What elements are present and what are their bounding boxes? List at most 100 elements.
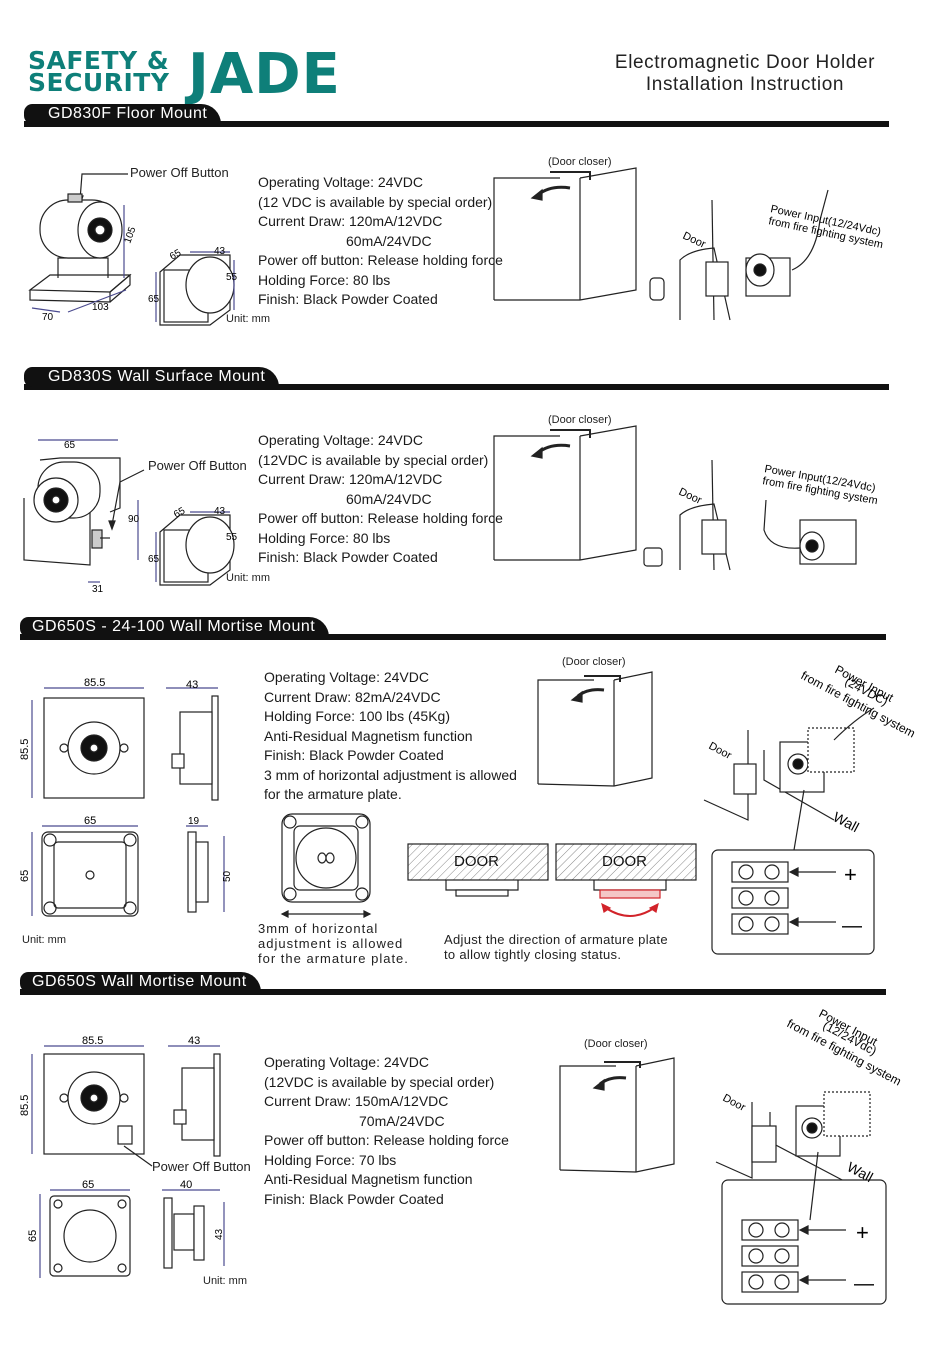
dim-65b: 65: [148, 294, 160, 305]
section-title: GD830F Floor Mount: [24, 104, 222, 124]
door-armature-diagram: DOOR DOOR: [407, 843, 697, 917]
gd830s-drawing: 65 90 31 65 43 55 65: [23, 439, 238, 595]
spec-line: (12VDC is available by special order): [258, 451, 489, 468]
dim-40: 40: [180, 1179, 192, 1191]
gd830f-drawing: 105 70 103 65 43 55 65: [28, 173, 238, 326]
spec-line: Operating Voltage: 24VDC: [264, 1054, 429, 1070]
spec-line: Anti-Residual Magnetism function: [264, 1171, 473, 1187]
minus-symbol: —: [854, 1273, 874, 1295]
spec-line: for the armature plate.: [264, 786, 402, 802]
spec-line: Finish: Black Powder Coated: [258, 291, 438, 307]
spec-line: Power off button: Release holding force: [258, 510, 503, 526]
spec-line: (12 VDC is available by special order): [258, 193, 493, 210]
spec-line: Holding Force: 80 lbs: [258, 529, 391, 546]
dim-50: 50: [222, 870, 233, 882]
spec-line: (12VDC is available by special order): [264, 1073, 495, 1090]
spec-line: 70mA/24VDC: [359, 1112, 445, 1129]
dim-65a: 65: [168, 247, 184, 262]
spec-line: 60mA/24VDC: [346, 232, 432, 249]
door-label-left: DOOR: [454, 853, 499, 870]
dim-70: 70: [42, 312, 54, 323]
gd830f-specs: Operating Voltage: 24VDC (12 VDC is avai…: [258, 173, 503, 310]
door-label-right: DOOR: [602, 853, 647, 870]
spec-line: Current Draw: 120mA/12VDC: [258, 471, 443, 487]
dim-55: 55: [226, 532, 238, 543]
door-closer-label: (Door closer): [548, 414, 612, 426]
note-line: to allow tightly closing status.: [444, 947, 622, 962]
note-line: for the armature plate.: [258, 951, 409, 966]
spec-line: Holding Force: 70 lbs: [264, 1151, 397, 1168]
door-label: Door: [721, 1092, 748, 1114]
wall-label: Wall: [831, 809, 862, 836]
note-line: adjustment is allowed: [258, 936, 404, 951]
spec-line: Operating Voltage: 24VDC: [258, 432, 423, 448]
spec-line: Holding Force: 80 lbs: [258, 271, 391, 288]
unit-label: Unit: mm: [226, 572, 270, 584]
section-divider: [24, 384, 889, 390]
dim-65-height: 65: [27, 1230, 39, 1242]
dim-105: 105: [122, 225, 138, 245]
dim-90: 90: [128, 514, 140, 525]
spec-line: Operating Voltage: 24VDC: [264, 669, 429, 685]
gd650s-installation-drawing: Door Wall Power Input (12/24Vdc) from fi…: [559, 1006, 904, 1305]
logo-text-safety: SAFETY &: [28, 46, 170, 75]
spec-line: Finish: Black Powder Coated: [264, 1190, 444, 1207]
dim-31: 31: [92, 584, 104, 595]
door-label: Door: [677, 486, 704, 507]
spec-line: Anti-Residual Magnetism function: [264, 727, 473, 744]
dim-85-5-width: 85.5: [84, 677, 105, 689]
gd830s-installation-drawing: Door Power Input(12/24Vdc) from fire fig…: [493, 425, 879, 571]
section-divider: [20, 634, 886, 640]
dim-65: 65: [64, 440, 76, 451]
dim-19: 19: [188, 816, 200, 827]
door-closer-label: (Door closer): [548, 156, 612, 168]
gd830s-specs: Operating Voltage: 24VDC (12VDC is avail…: [258, 431, 503, 568]
armature-plate-drawing: [280, 813, 372, 918]
gd650s-drawing: 85.5 85.5 43 65 65 40 43: [19, 1035, 225, 1278]
spec-line: Finish: Black Powder Coated: [264, 747, 444, 763]
spec-line: Holding Force: 100 lbs (45Kg): [264, 708, 450, 724]
spec-line: 60mA/24VDC: [346, 490, 432, 507]
dim-85-5-height: 85.5: [19, 1095, 31, 1116]
dim-55: 55: [226, 272, 238, 283]
document-title-line2: Installation Instruction: [645, 74, 845, 95]
unit-label: Unit: mm: [22, 934, 66, 946]
section-divider: [20, 989, 886, 995]
section-divider: [24, 121, 889, 127]
power-off-button-label: Power Off Button: [152, 1159, 251, 1174]
direction-note: Adjust the direction of armature plate t…: [444, 932, 668, 962]
door-label: Door: [681, 230, 708, 251]
gd650s-100-specs: Operating Voltage: 24VDC Current Draw: 8…: [264, 668, 517, 805]
dim-85-5-width: 85.5: [82, 1035, 103, 1047]
minus-symbol: —: [842, 915, 862, 937]
gd650s-100-drawing: 85.5 85.5 43 65 65 19 50: [19, 677, 233, 917]
note-line: 3mm of horizontal: [258, 921, 379, 936]
dim-43b: 43: [214, 1228, 225, 1240]
logo-text-jade: JADE: [188, 42, 341, 107]
section-title: GD830S Wall Surface Mount: [24, 367, 280, 387]
spec-line: Current Draw: 82mA/24VDC: [264, 688, 441, 705]
document-title-line1: Electromagnetic Door Holder: [614, 52, 876, 73]
spec-line: Current Draw: 150mA/12VDC: [264, 1093, 449, 1109]
unit-label: Unit: mm: [203, 1275, 247, 1287]
dim-65-width: 65: [84, 815, 96, 827]
dim-43: 43: [214, 506, 226, 517]
spec-line: 3 mm of horizontal adjustment is allowed: [264, 766, 517, 783]
dim-43: 43: [186, 679, 198, 691]
section-title: GD650S Wall Mortise Mount: [20, 972, 261, 992]
door-closer-label: (Door closer): [562, 656, 626, 668]
door-closer-label: (Door closer): [584, 1038, 648, 1050]
dim-103: 103: [92, 302, 109, 313]
gd650s-100-installation-drawing: Door Wall Power Input (24VDC) from fire …: [537, 662, 918, 955]
dim-43: 43: [214, 246, 226, 257]
dim-65-width: 65: [82, 1179, 94, 1191]
spec-line: Finish: Black Powder Coated: [258, 549, 438, 565]
dim-65b: 65: [148, 554, 160, 565]
spec-line: Operating Voltage: 24VDC: [258, 174, 423, 190]
dim-65-height: 65: [19, 870, 31, 882]
dim-43: 43: [188, 1035, 200, 1047]
dim-85-5-height: 85.5: [19, 739, 31, 760]
logo-text-security: SECURITY: [28, 68, 170, 97]
door-label: Door: [707, 740, 734, 762]
power-off-button-label: Power Off Button: [130, 165, 229, 180]
